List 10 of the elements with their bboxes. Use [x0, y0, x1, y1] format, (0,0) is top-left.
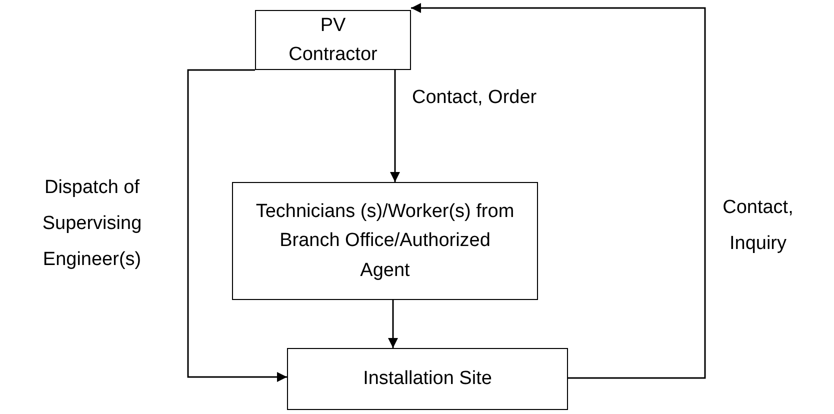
process-box: Installation Site: [287, 348, 568, 410]
edge-label: Contact, Inquiry: [722, 196, 794, 256]
process-box: Technicians (s)/Worker(s) from Branch Office/Authorized Agent: [232, 182, 538, 300]
arrow: [390, 70, 400, 182]
edge-label: Contact, Order: [412, 86, 538, 110]
arrow: [411, 3, 706, 379]
edge-label: Dispatch of Supervising Engineer(s): [41, 176, 143, 272]
process-box: PV Contractor: [255, 10, 411, 70]
arrow: [187, 69, 287, 382]
arrow: [388, 300, 398, 348]
